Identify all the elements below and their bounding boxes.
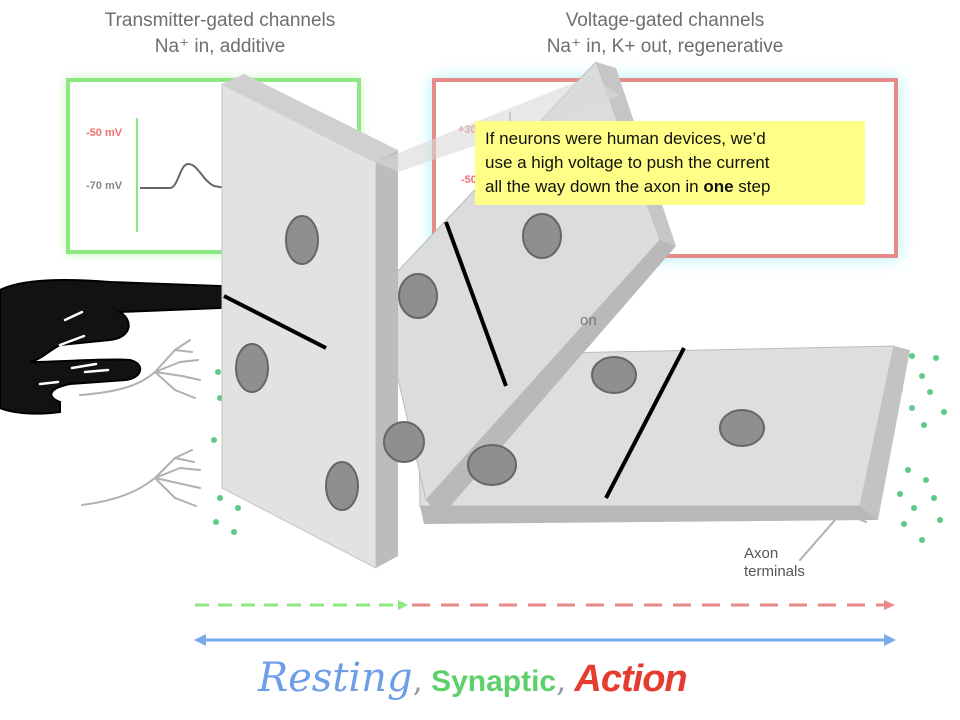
- domino-pip: [398, 273, 438, 319]
- title-comma-2: ,: [556, 661, 567, 699]
- axon-label-line2: terminals: [744, 563, 805, 580]
- domino-pip: [591, 356, 637, 394]
- heading-left-line2: Na⁺ in, additive: [154, 36, 286, 57]
- callout-line2: use a high voltage to push the current: [485, 153, 770, 172]
- label-minus-70mv: -70 mV: [86, 180, 123, 192]
- callout-line1: If neurons were human devices, we’d: [485, 129, 766, 148]
- domino-tile-front: [221, 74, 620, 569]
- domino-pip: [383, 421, 425, 463]
- callout-line3-pre: all the way down the axon in: [485, 177, 704, 196]
- domino-pip: [285, 215, 319, 265]
- domino-divider: [444, 221, 508, 387]
- domino-pip: [325, 461, 359, 511]
- domino-divider: [604, 347, 686, 499]
- dendrite-tree-upper: [79, 339, 201, 399]
- domino-pip: [235, 343, 269, 393]
- callout-line3-bold: one: [703, 177, 734, 196]
- bottom-title: Resting, Synaptic, Action: [258, 648, 688, 712]
- domino-pip: [719, 409, 765, 447]
- title-comma-1: ,: [412, 661, 423, 699]
- synaptic-potential-curve: [140, 162, 227, 189]
- label-minus-50: -50: [461, 174, 477, 186]
- voltage-gated-heading: Voltage-gated channels Na⁺ in, K+ out, r…: [460, 8, 870, 60]
- domino-divider: [223, 294, 327, 350]
- title-synaptic: Synaptic: [422, 665, 557, 698]
- axon-label-line1: Axon: [744, 545, 779, 562]
- partial-label: on: [580, 312, 597, 329]
- title-resting: Resting: [258, 655, 413, 701]
- resting-double-arrow: [194, 634, 896, 646]
- domino-pip: [467, 444, 517, 486]
- pointing-hand-icon: [0, 279, 231, 415]
- transmitter-gated-heading: Transmitter-gated channels Na⁺ in, addit…: [50, 8, 390, 60]
- label-minus-50mv: -50 mV: [86, 127, 123, 139]
- callout-note: If neurons were human devices, we’d use …: [475, 121, 865, 205]
- domino-pip: [522, 213, 562, 259]
- action-dashed-arrow: [412, 600, 895, 610]
- callout-line3: all the way down the axon in one step: [485, 175, 855, 199]
- synaptic-dashed-arrow: [195, 600, 408, 610]
- callout-line3-post: step: [733, 177, 771, 196]
- title-action: Action: [566, 658, 687, 700]
- heading-left-line1: Transmitter-gated channels: [104, 10, 336, 31]
- heading-right-line2: Na⁺ in, K+ out, regenerative: [546, 36, 784, 57]
- dendrite-tree-lower: [81, 449, 201, 507]
- heading-right-line1: Voltage-gated channels: [565, 10, 765, 31]
- axon-terminals-label: Axon terminals: [744, 545, 805, 581]
